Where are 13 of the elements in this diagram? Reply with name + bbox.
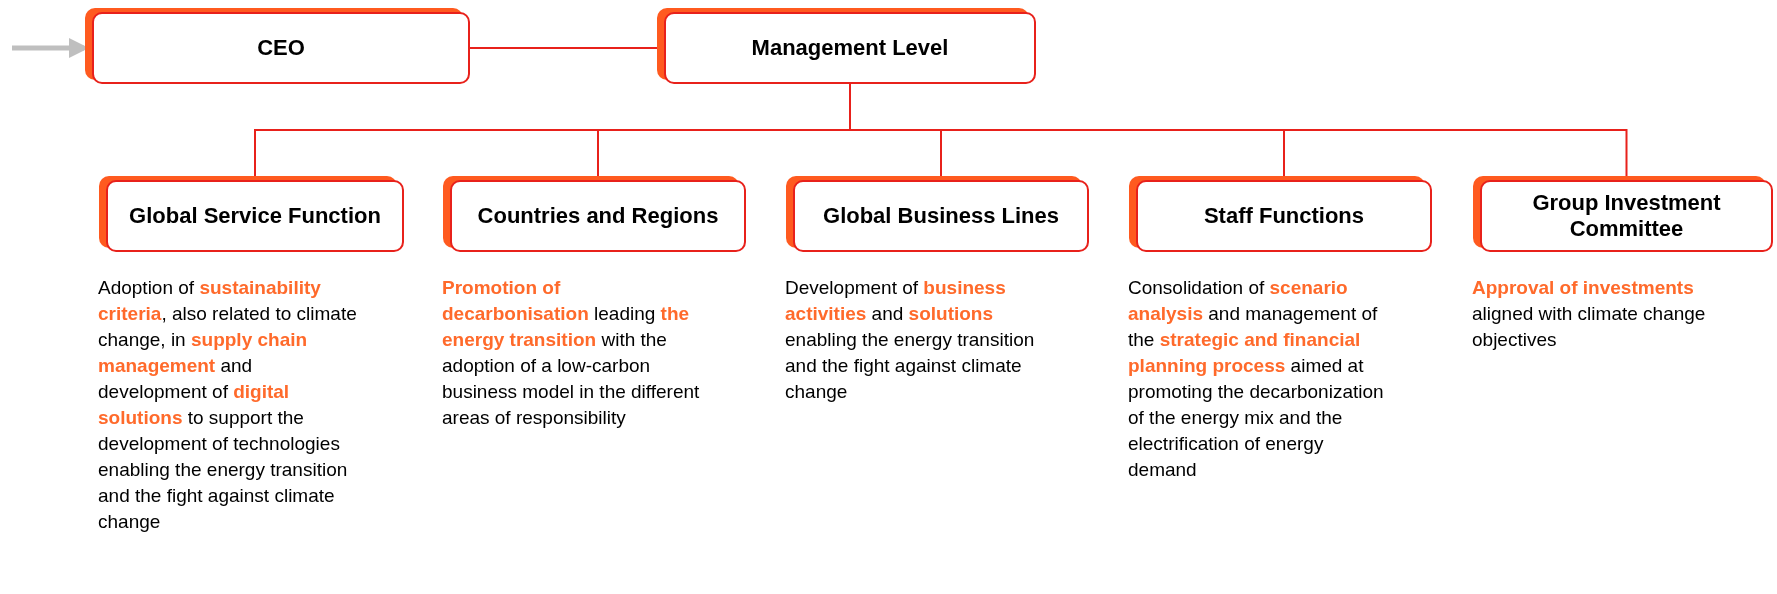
role-title: Group Investment Committee	[1531, 190, 1722, 242]
role-title: Global Service Function	[128, 203, 382, 229]
role-title: Global Business Lines	[822, 203, 1060, 229]
connector-line	[469, 47, 659, 49]
description-text: Adoption of sustainability criteria, also related to climate change, in supply chain management and development of digital solutions to support the development of technologies enabling the energy transition and the fight against climate change	[98, 276, 358, 534]
role-title: CEO	[256, 35, 306, 61]
role-title: Countries and Regions	[476, 203, 720, 229]
role-title: Staff Functions	[1202, 203, 1366, 229]
description-text: Approval of investments aligned with climate change objectives	[1472, 276, 1707, 352]
description-text: Promotion of decarbonisation leading the energy transition with the adoption of a low-carbon business model in the different areas of responsibility	[442, 276, 701, 430]
description-text: Consolidation of scenario analysis and management of the strategic and financial planning process aimed at promoting the decarbonization of the energy mix and the electrification of energy demand	[1128, 276, 1385, 482]
description-text: Development of business activities and solutions enabling the energy transition and the fight against climate change	[785, 276, 1036, 404]
role-title: Management Level	[750, 35, 950, 61]
